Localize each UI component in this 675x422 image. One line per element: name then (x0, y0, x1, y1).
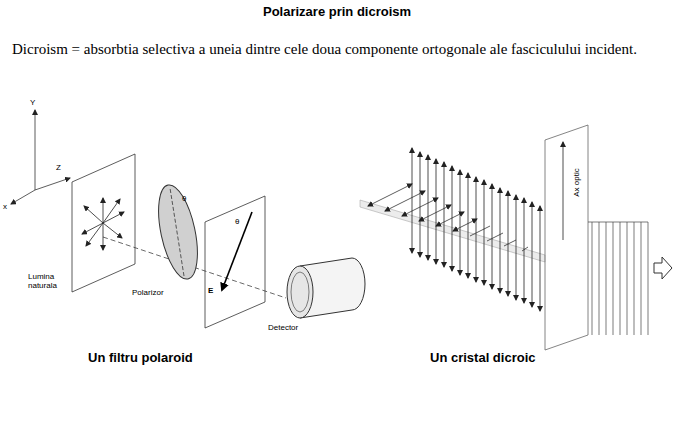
transmitted-component-vectors (412, 148, 540, 311)
crystal-slab (545, 125, 588, 350)
light-plane (72, 154, 135, 292)
polarized-plane (205, 196, 265, 328)
angle-label: θ (235, 217, 239, 226)
e-vector (222, 212, 252, 290)
natural-light-vectors (82, 198, 124, 250)
definition-text: Dicroism = absorbtia selectiva a uneia d… (12, 40, 665, 59)
axes (11, 110, 70, 204)
axis-label: x (3, 202, 7, 211)
propagation-arrow (654, 257, 672, 279)
transmission-axis (170, 188, 184, 276)
angle-label: θ (182, 194, 186, 203)
polarizer-disc (151, 182, 204, 283)
axis-label: Ax optic (572, 168, 581, 196)
part-label: Polarizor (132, 288, 164, 297)
vector-label: E (208, 286, 213, 295)
part-label: Lumina naturala (28, 272, 68, 290)
detector-cylinder (287, 258, 365, 318)
caption: Un cristal dicroic (430, 350, 535, 365)
output-vectors (588, 222, 648, 335)
part-label: Detector (268, 323, 298, 332)
caption: Un filtru polaroid (88, 350, 193, 365)
axis-label: Z (56, 163, 61, 172)
title: Polarizare prin dicroism (263, 4, 411, 19)
optic-axis (563, 142, 564, 240)
axis-label: Y (30, 98, 35, 107)
absorbed-component-vectors (368, 184, 528, 251)
